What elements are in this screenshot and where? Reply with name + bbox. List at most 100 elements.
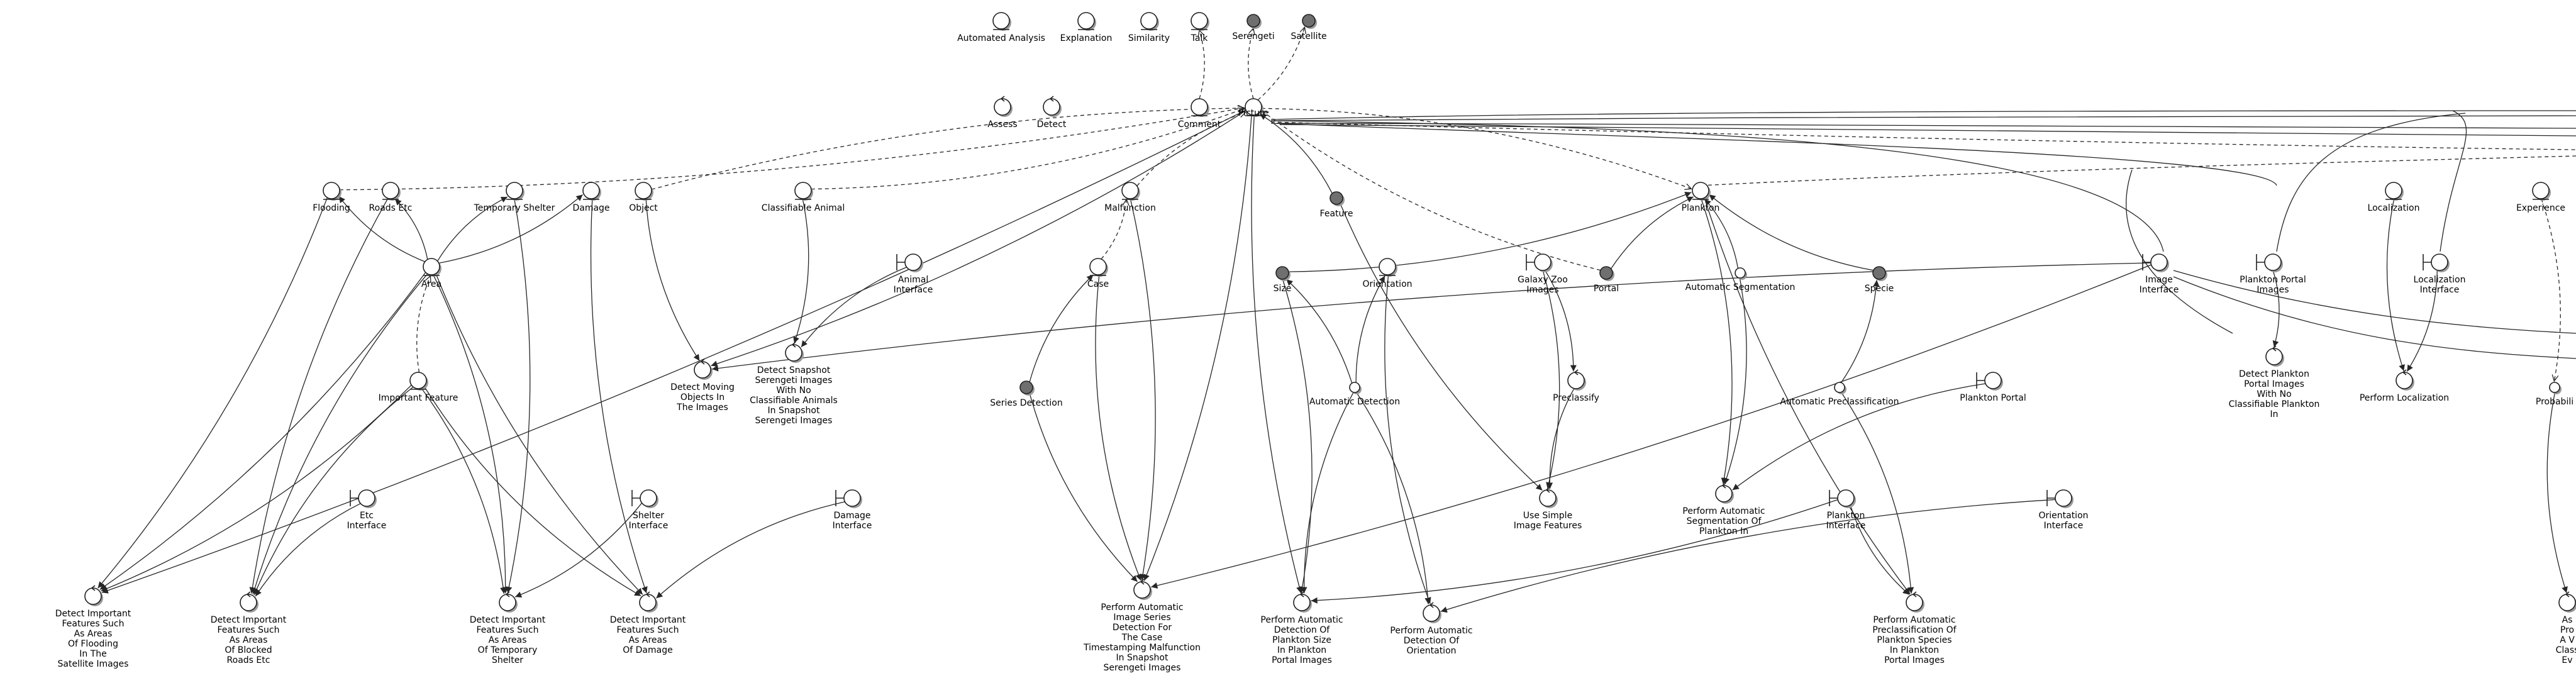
edge-automatic-detection-to-perform-detection-plankton-size [1301,392,1354,594]
edge-important-feature-to-area [416,276,431,373]
node-detect-temporary-shelter [499,591,518,613]
node-automated-analysis [992,12,1011,31]
edge-orientation-interface-to-perform-detection-orientation [1440,499,2056,613]
edge-plankton-offscreen [1701,155,2576,186]
node-case [1089,258,1108,277]
node-label-serengeti: Serengeti [1232,31,1274,42]
edge-plankton-to-perform-automatic-segmentation [1701,198,1733,485]
edge-comment-to-talk [1199,30,1205,99]
node-label-automatic-detection: Automatic Detection [1309,397,1400,407]
node-detect-plankton-portal-images [2265,345,2284,367]
edge-automatic-preclassification-to-perform-preclassification-plankton [1841,392,1914,594]
edge-malfunction-to-picture [1136,112,1246,187]
node-automatic-preclassification [1834,382,1846,394]
node-flooding [323,182,341,201]
edge-picture-offscreen-5 [1279,124,2576,136]
node-detect [1043,96,1062,117]
edge-picture-image-interface [1270,120,2164,252]
edge-case-to-malfunction [1101,199,1126,260]
node-shelter-interface [631,489,658,508]
edge-plankton-interface-to-perform-preclassification-plankton [1850,504,1910,595]
node-damage [582,182,601,201]
edge-portal-to-plankton [1610,196,1694,269]
edge-classifiable-animal-to-detect-snapshot-serengeti [793,198,809,344]
edge-area-to-detect-damage [435,273,643,595]
node-label-plankton: Plankton [1682,203,1720,213]
edge-picture-to-serengeti [1248,28,1253,99]
node-label-perform-localization: Perform Localization [2360,393,2449,403]
edge-probability-to-assess-cut [2546,392,2568,594]
node-label-probability: Probabili [2536,397,2573,407]
edge-area-to-detect-flooding [99,272,426,591]
edge-shelter-interface-to-detect-temporary-shelter [514,503,643,598]
node-plankton-interface [1829,489,1856,508]
node-probability [2549,382,2562,394]
edge-plankton-portal-to-perform-automatic-segmentation [1732,383,1986,491]
edge-picture-to-detect-moving-objects [711,110,1246,367]
edge-area-to-detect-temporary-shelter [433,274,509,594]
node-label-roads-etc: Roads Etc [369,203,413,213]
edge-case-to-perform-series-detection [1095,274,1141,581]
node-plankton-portal-images [2256,253,2283,272]
edge-damage-to-detect-damage [590,198,648,594]
edge-plankton-portal-images [2276,113,2466,252]
edge-flooding-to-picture [339,108,1244,191]
edge-malfunction-to-perform-series-detection [1130,198,1156,581]
node-damage-interface [835,489,862,508]
edge-classifiable-animal-to-picture [811,109,1245,190]
edge-series-detection-to-case [1029,274,1094,382]
node-image-interface [2142,253,2169,272]
node-assess-cut [2558,591,2576,613]
node-similarity [1140,12,1159,31]
node-classifiable-animal [794,182,813,201]
node-detect-blocked-roads [240,591,258,613]
node-label-explanation: Explanation [1060,33,1113,43]
node-object [635,182,653,201]
node-label-flooding: Flooding [313,203,350,213]
edge-specie-to-plankton [1709,194,1874,271]
edges [97,27,2576,613]
node-experience [2532,182,2551,201]
node-malfunction [1121,182,1140,201]
edge-automatic-detection-to-orientation [1355,275,1385,383]
node-plankton-portal [1976,372,2003,391]
node-label-plankton-portal: Plankton Portal [1960,393,2026,403]
edge-image-interface-offscreen [2173,270,2576,334]
edge-area-to-detect-blocked-roads [252,273,428,594]
node-serengeti [1246,14,1262,29]
node-perform-detection-orientation [1423,602,1441,623]
edge-roads-etc-to-detect-blocked-roads [249,197,389,594]
edge-automatic-detection-to-size [1285,279,1353,384]
node-label-localization: Localization [2368,203,2420,213]
edge-temporary-shelter-to-detect-temporary-shelter [506,198,531,594]
edge-series-detection-to-perform-series-detection [1029,392,1138,582]
node-label-damage: Damage [572,203,609,213]
node-label-automated-analysis: Automated Analysis [957,33,1045,43]
edge-picture-offscreen-3 [1270,121,2576,150]
node-label-automatic-segmentation: Automatic Segmentation [1685,282,1796,292]
node-roads-etc [382,182,401,201]
node-label-orientation: Orientation [1362,279,1412,289]
edge-flooding-to-detect-flooding [97,197,328,589]
edge-feature-to-use-simple-image-features [1340,203,1543,491]
edge-galaxy-zoo-images-to-preclassify [1544,270,1577,372]
node-label-experience: Experience [2516,203,2565,213]
node-picture [1245,98,1263,117]
node-label-size: Size [1274,284,1292,294]
edge-plankton-portal-images-to-detect-plankton-portal-images [2272,270,2280,348]
edge-important-feature-to-detect-temporary-shelter [421,387,507,594]
node-series-detection [1019,380,1035,396]
node-localization [2385,182,2404,201]
